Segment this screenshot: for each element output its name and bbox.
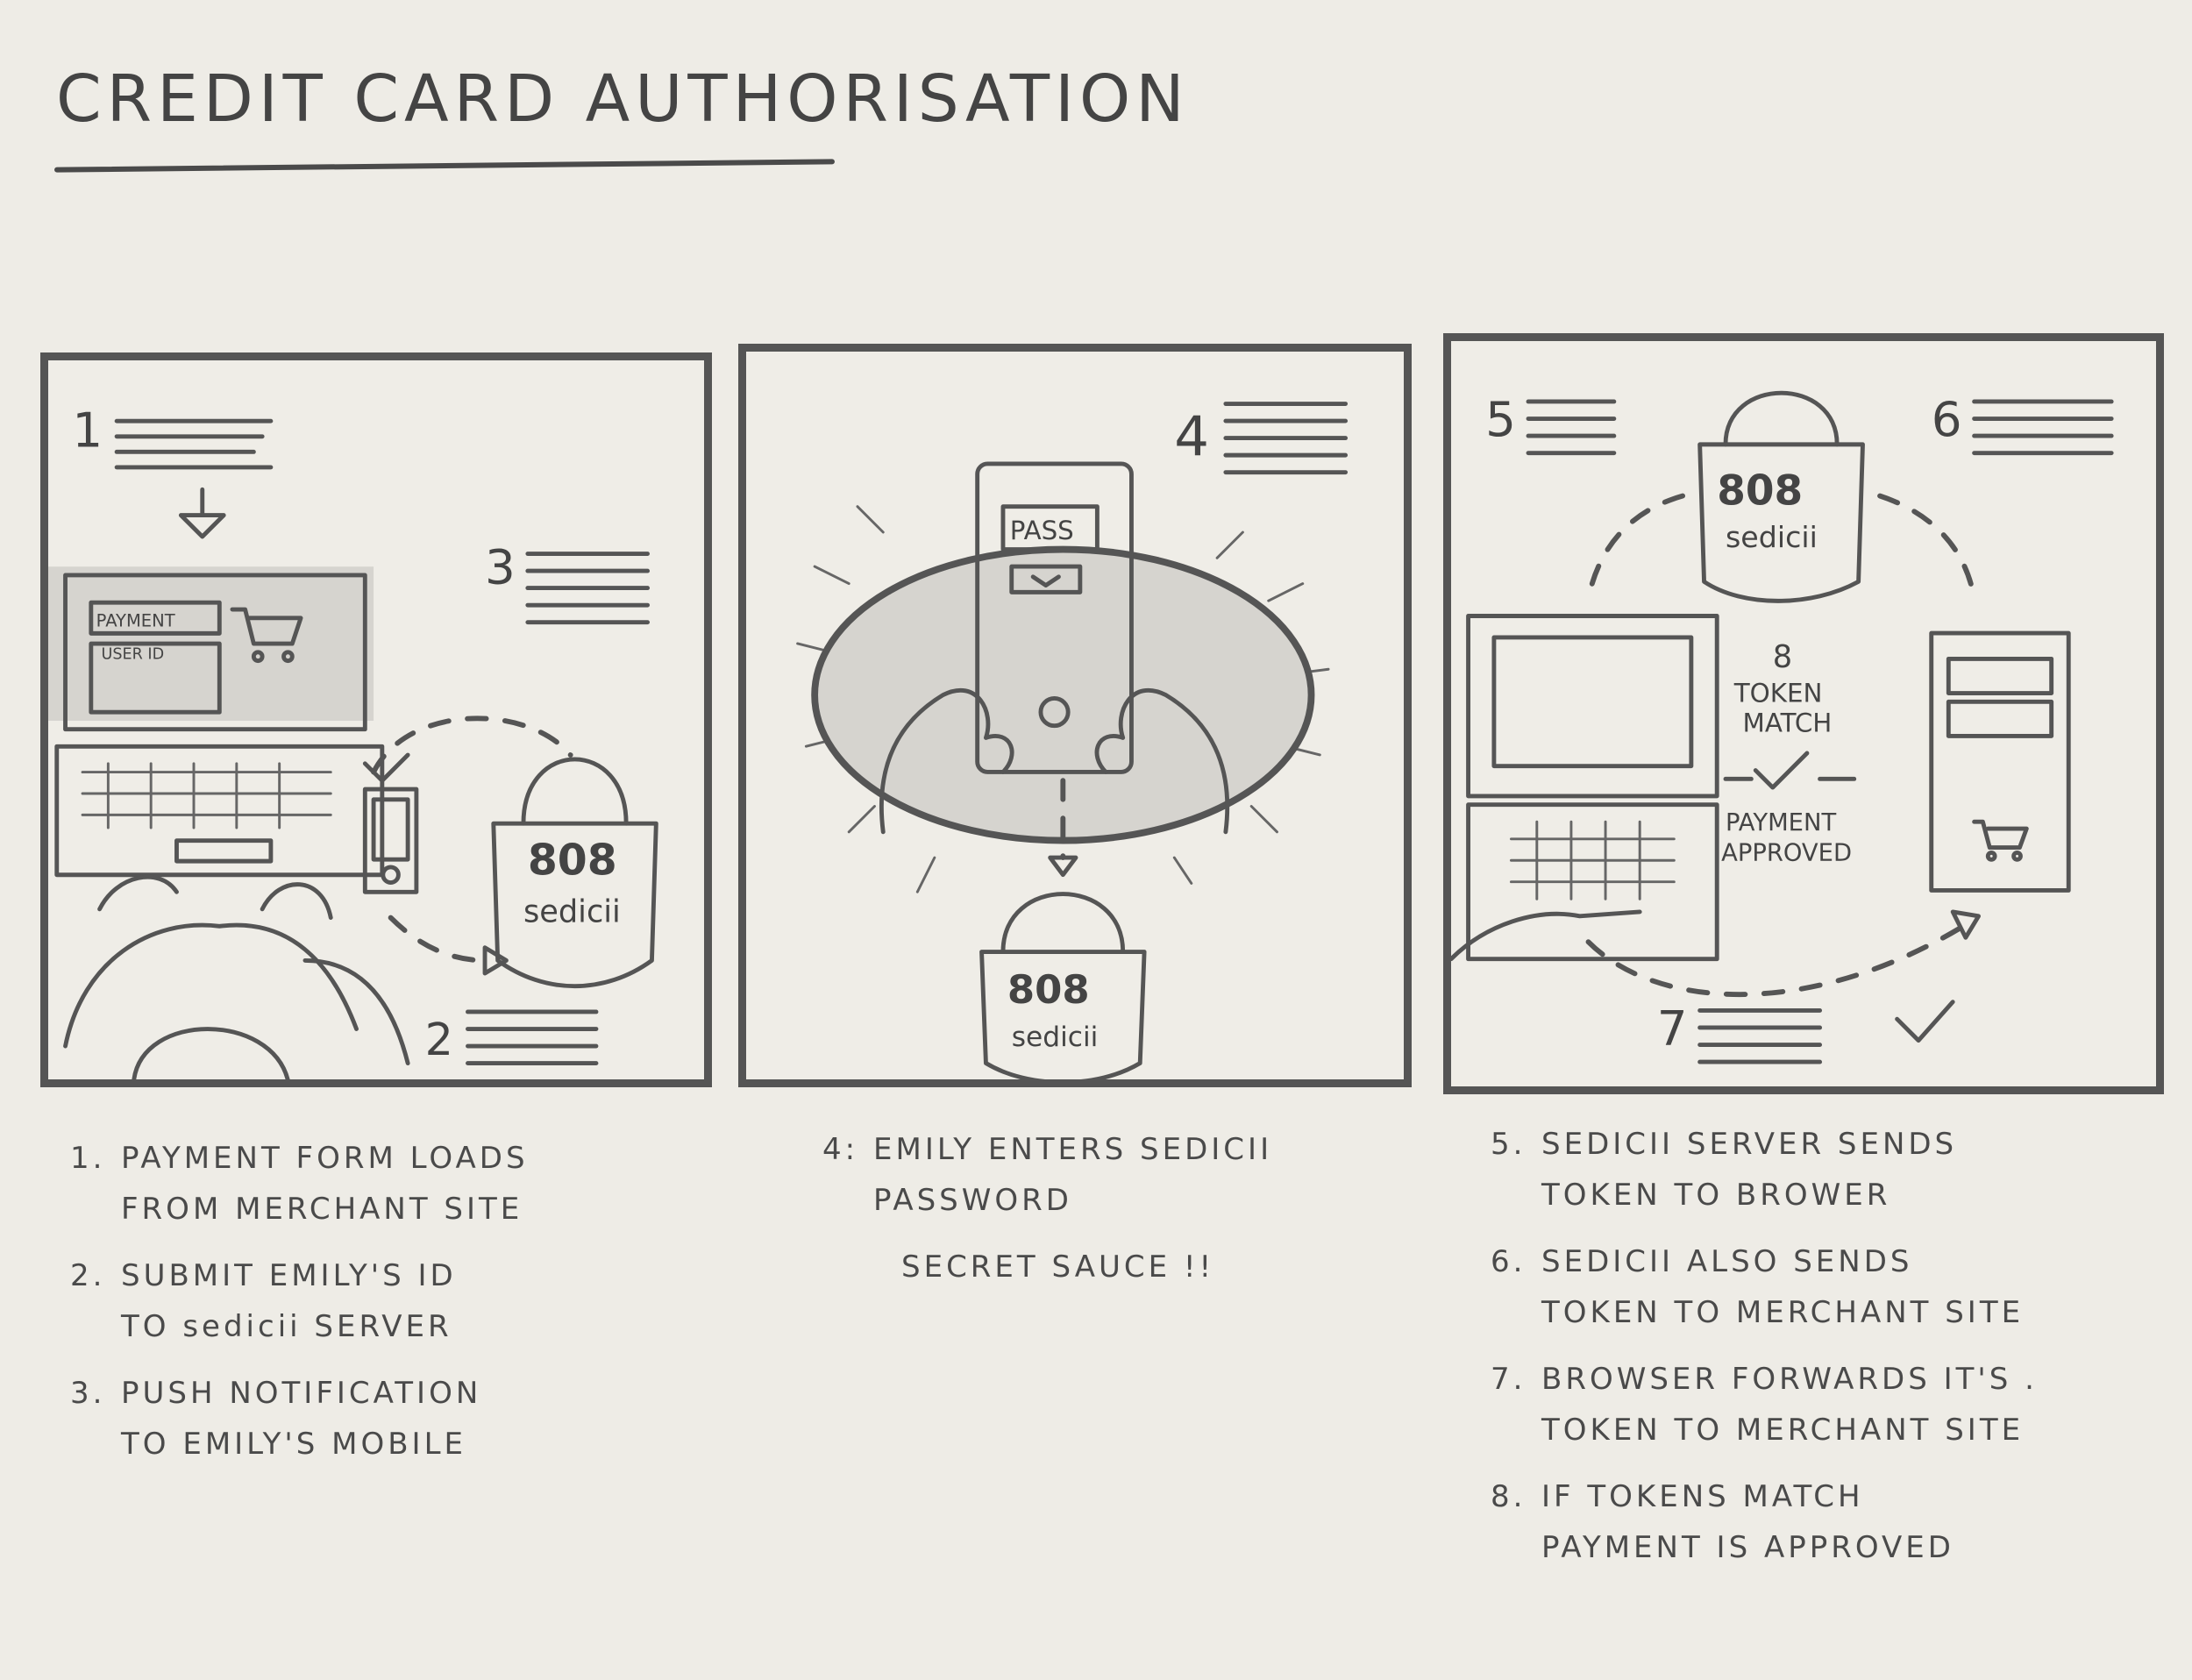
sedicii-brand-label: sedicii [1012, 1022, 1099, 1053]
captions-column-3: 5. SEDICII SERVER SENDS TOKEN TO BROWER 6.… [1491, 1119, 2038, 1589]
dashed-arrow-to-merchant [1877, 493, 1977, 602]
panel-1-sketch: 1 [48, 402, 658, 1079]
step-number-6: 6 [1932, 391, 1962, 447]
caption-secret-sauce: SECRET SAUCE !! [901, 1242, 1272, 1292]
caption-step-8: 8. IF TOKENS MATCH PAYMENT IS APPROVED [1491, 1471, 2038, 1573]
step-number-7: 7 [1657, 1000, 1688, 1057]
caption-line: PAYMENT IS APPROVED [1541, 1530, 1954, 1565]
caption-number: 4: [822, 1132, 859, 1167]
check-icon [362, 752, 410, 783]
radiating-lines [796, 505, 1330, 893]
person-hands-icon [63, 874, 410, 1079]
scribble-lines-2 [466, 1009, 599, 1066]
mobile-phone-icon [362, 787, 419, 894]
scribble-lines-7 [1697, 1007, 1823, 1064]
caption-line: BROWSER FORWARDS IT'S . [1541, 1362, 2038, 1397]
scribble-lines-3 [525, 552, 650, 625]
merchant-server-icon [1929, 630, 2071, 893]
svg-text:808: 808 [528, 836, 617, 886]
token-label: TOKEN [1733, 678, 1823, 708]
dashed-arrow-forward [1585, 922, 1968, 998]
step-number-2: 2 [425, 1014, 453, 1065]
password-field-label: PASS [1010, 516, 1074, 545]
down-arrow-icon [178, 487, 226, 539]
sedicii-lock-icon: 808 [1697, 390, 1865, 603]
scribble-lines-5 [1526, 399, 1617, 456]
svg-text:808: 808 [1007, 966, 1090, 1013]
panel-2-sketch: 4 PASS [796, 402, 1349, 1079]
storyboard-panel-2: 4 PASS [738, 344, 1412, 1087]
caption-line: TO sedicii SERVER [121, 1309, 452, 1344]
sedicii-brand-label: sedicii [523, 893, 621, 929]
hands-icon [879, 687, 1230, 835]
scribble-lines-6 [1972, 399, 2114, 456]
storyboard-panel-1: 1 [40, 352, 712, 1087]
caption-line: TOKEN TO BROWER [1541, 1178, 1891, 1213]
caption-number: 1. [70, 1141, 106, 1176]
page-title: CREDIT CARD AUTHORISATION [56, 61, 1190, 137]
caption-step-1: 1. PAYMENT FORM LOADS FROM MERCHANT SITE [70, 1133, 529, 1235]
caption-step-5: 5. SEDICII SERVER SENDS TOKEN TO BROWER [1491, 1119, 2038, 1221]
step-number-5: 5 [1485, 391, 1516, 447]
caption-number: 2. [70, 1258, 106, 1293]
screen-label-user-id: USER ID [102, 646, 165, 664]
caption-number: 6. [1491, 1244, 1527, 1279]
caption-line: SECRET SAUCE !! [901, 1249, 1215, 1285]
screen-label-payment: PAYMENT [96, 611, 175, 631]
caption-step-4: 4: EMILY ENTERS SEDICII PASSWORD [822, 1124, 1272, 1226]
arrow-head-icon [1950, 909, 1981, 940]
caption-step-3: 3. PUSH NOTIFICATION TO EMILY'S MOBILE [70, 1368, 529, 1470]
step-number-4: 4 [1174, 404, 1209, 468]
caption-line: SUBMIT EMILY'S ID [121, 1258, 457, 1293]
laptop-icon [48, 566, 385, 878]
caption-line: TOKEN TO MERCHANT SITE [1541, 1295, 2025, 1330]
scribble-lines-1 [114, 418, 274, 470]
payment-label: PAYMENT [1726, 809, 1836, 836]
svg-text:808: 808 [1717, 466, 1803, 515]
caption-number: 7. [1491, 1362, 1527, 1397]
captions-column-1: 1. PAYMENT FORM LOADS FROM MERCHANT SITE 2… [70, 1133, 529, 1485]
step-number-3: 3 [485, 539, 516, 595]
sedicii-lock-icon: 808 [979, 892, 1147, 1079]
check-icon [1895, 1000, 1955, 1043]
caption-number: 5. [1491, 1127, 1527, 1162]
caption-line: PAYMENT FORM LOADS [121, 1141, 529, 1176]
caption-line: EMILY ENTERS SEDICII [873, 1132, 1273, 1167]
dashed-arrow-submit [388, 915, 488, 964]
dashed-arrow-notification [371, 715, 573, 775]
token-match-number: 8 [1773, 639, 1792, 675]
caption-line: PASSWORD [873, 1183, 1072, 1218]
caption-step-7: 7. BROWSER FORWARDS IT'S . TOKEN TO MERCHA… [1491, 1354, 2038, 1456]
step-number-1: 1 [72, 402, 103, 458]
arrow-head-icon [482, 945, 509, 976]
caption-number: 8. [1491, 1479, 1527, 1514]
sedicii-brand-label: sedicii [1726, 520, 1818, 554]
check-icon [1753, 751, 1810, 790]
caption-line: SEDICII ALSO SENDS [1541, 1244, 1913, 1279]
caption-line: TO EMILY'S MOBILE [121, 1427, 466, 1462]
approved-label: APPROVED [1721, 839, 1852, 866]
captions-column-2: 4: EMILY ENTERS SEDICII PASSWORD SECRET SA… [822, 1124, 1272, 1308]
title-underline [53, 159, 836, 173]
panel-3-sketch: 5 6 808 sedicii [1451, 390, 2114, 1064]
sedicii-lock-icon: 808 [491, 757, 658, 989]
caption-line: SEDICII SERVER SENDS [1541, 1127, 1958, 1162]
storyboard-panel-3: 5 6 808 sedicii [1443, 333, 2164, 1094]
caption-line: IF TOKENS MATCH [1541, 1479, 1864, 1514]
caption-line: TOKEN TO MERCHANT SITE [1541, 1413, 2025, 1448]
caption-step-6: 6. SEDICII ALSO SENDS TOKEN TO MERCHANT SI… [1491, 1236, 2038, 1338]
caption-number: 3. [70, 1376, 106, 1411]
match-label: MATCH [1743, 708, 1833, 738]
arrow-head-icon [1048, 855, 1078, 878]
caption-step-2: 2. SUBMIT EMILY'S ID TO sedicii SERVER [70, 1250, 529, 1352]
caption-line: FROM MERCHANT SITE [121, 1192, 523, 1227]
scribble-lines-4 [1223, 402, 1349, 475]
caption-line: PUSH NOTIFICATION [121, 1376, 482, 1411]
smartphone-icon [975, 461, 1134, 774]
laptop-icon [1451, 614, 1719, 962]
dashed-arrow-to-browser [1585, 493, 1686, 602]
